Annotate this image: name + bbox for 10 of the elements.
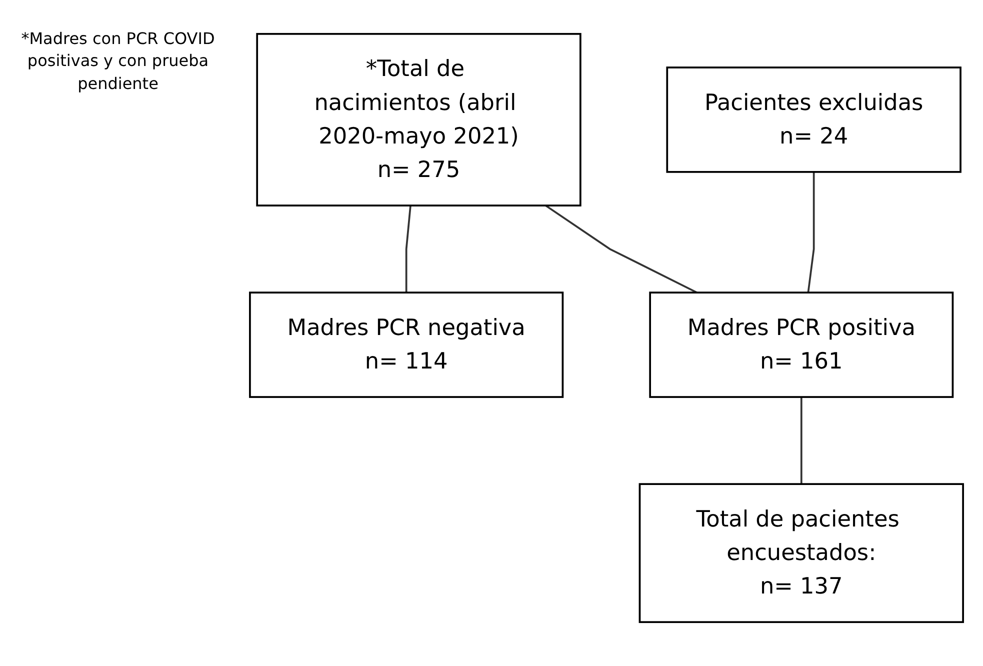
connector	[545, 204, 698, 294]
node-box: Pacientes excluidas n= 24	[666, 66, 962, 173]
node-box: Madres PCR negativa n= 114	[249, 292, 564, 398]
node-box: Madres PCR positiva n= 161	[649, 292, 954, 398]
node-box: *Total de nacimientos (abril 2020-mayo 2021) n= 275	[256, 32, 582, 206]
connector	[800, 397, 802, 484]
connector	[405, 205, 412, 293]
node-box: Total de pacientes encuestados: n= 137	[638, 483, 964, 624]
footnote: *Madres con PCR COVID positivas y con prueba pendiente	[20, 28, 216, 95]
connector	[807, 172, 815, 293]
